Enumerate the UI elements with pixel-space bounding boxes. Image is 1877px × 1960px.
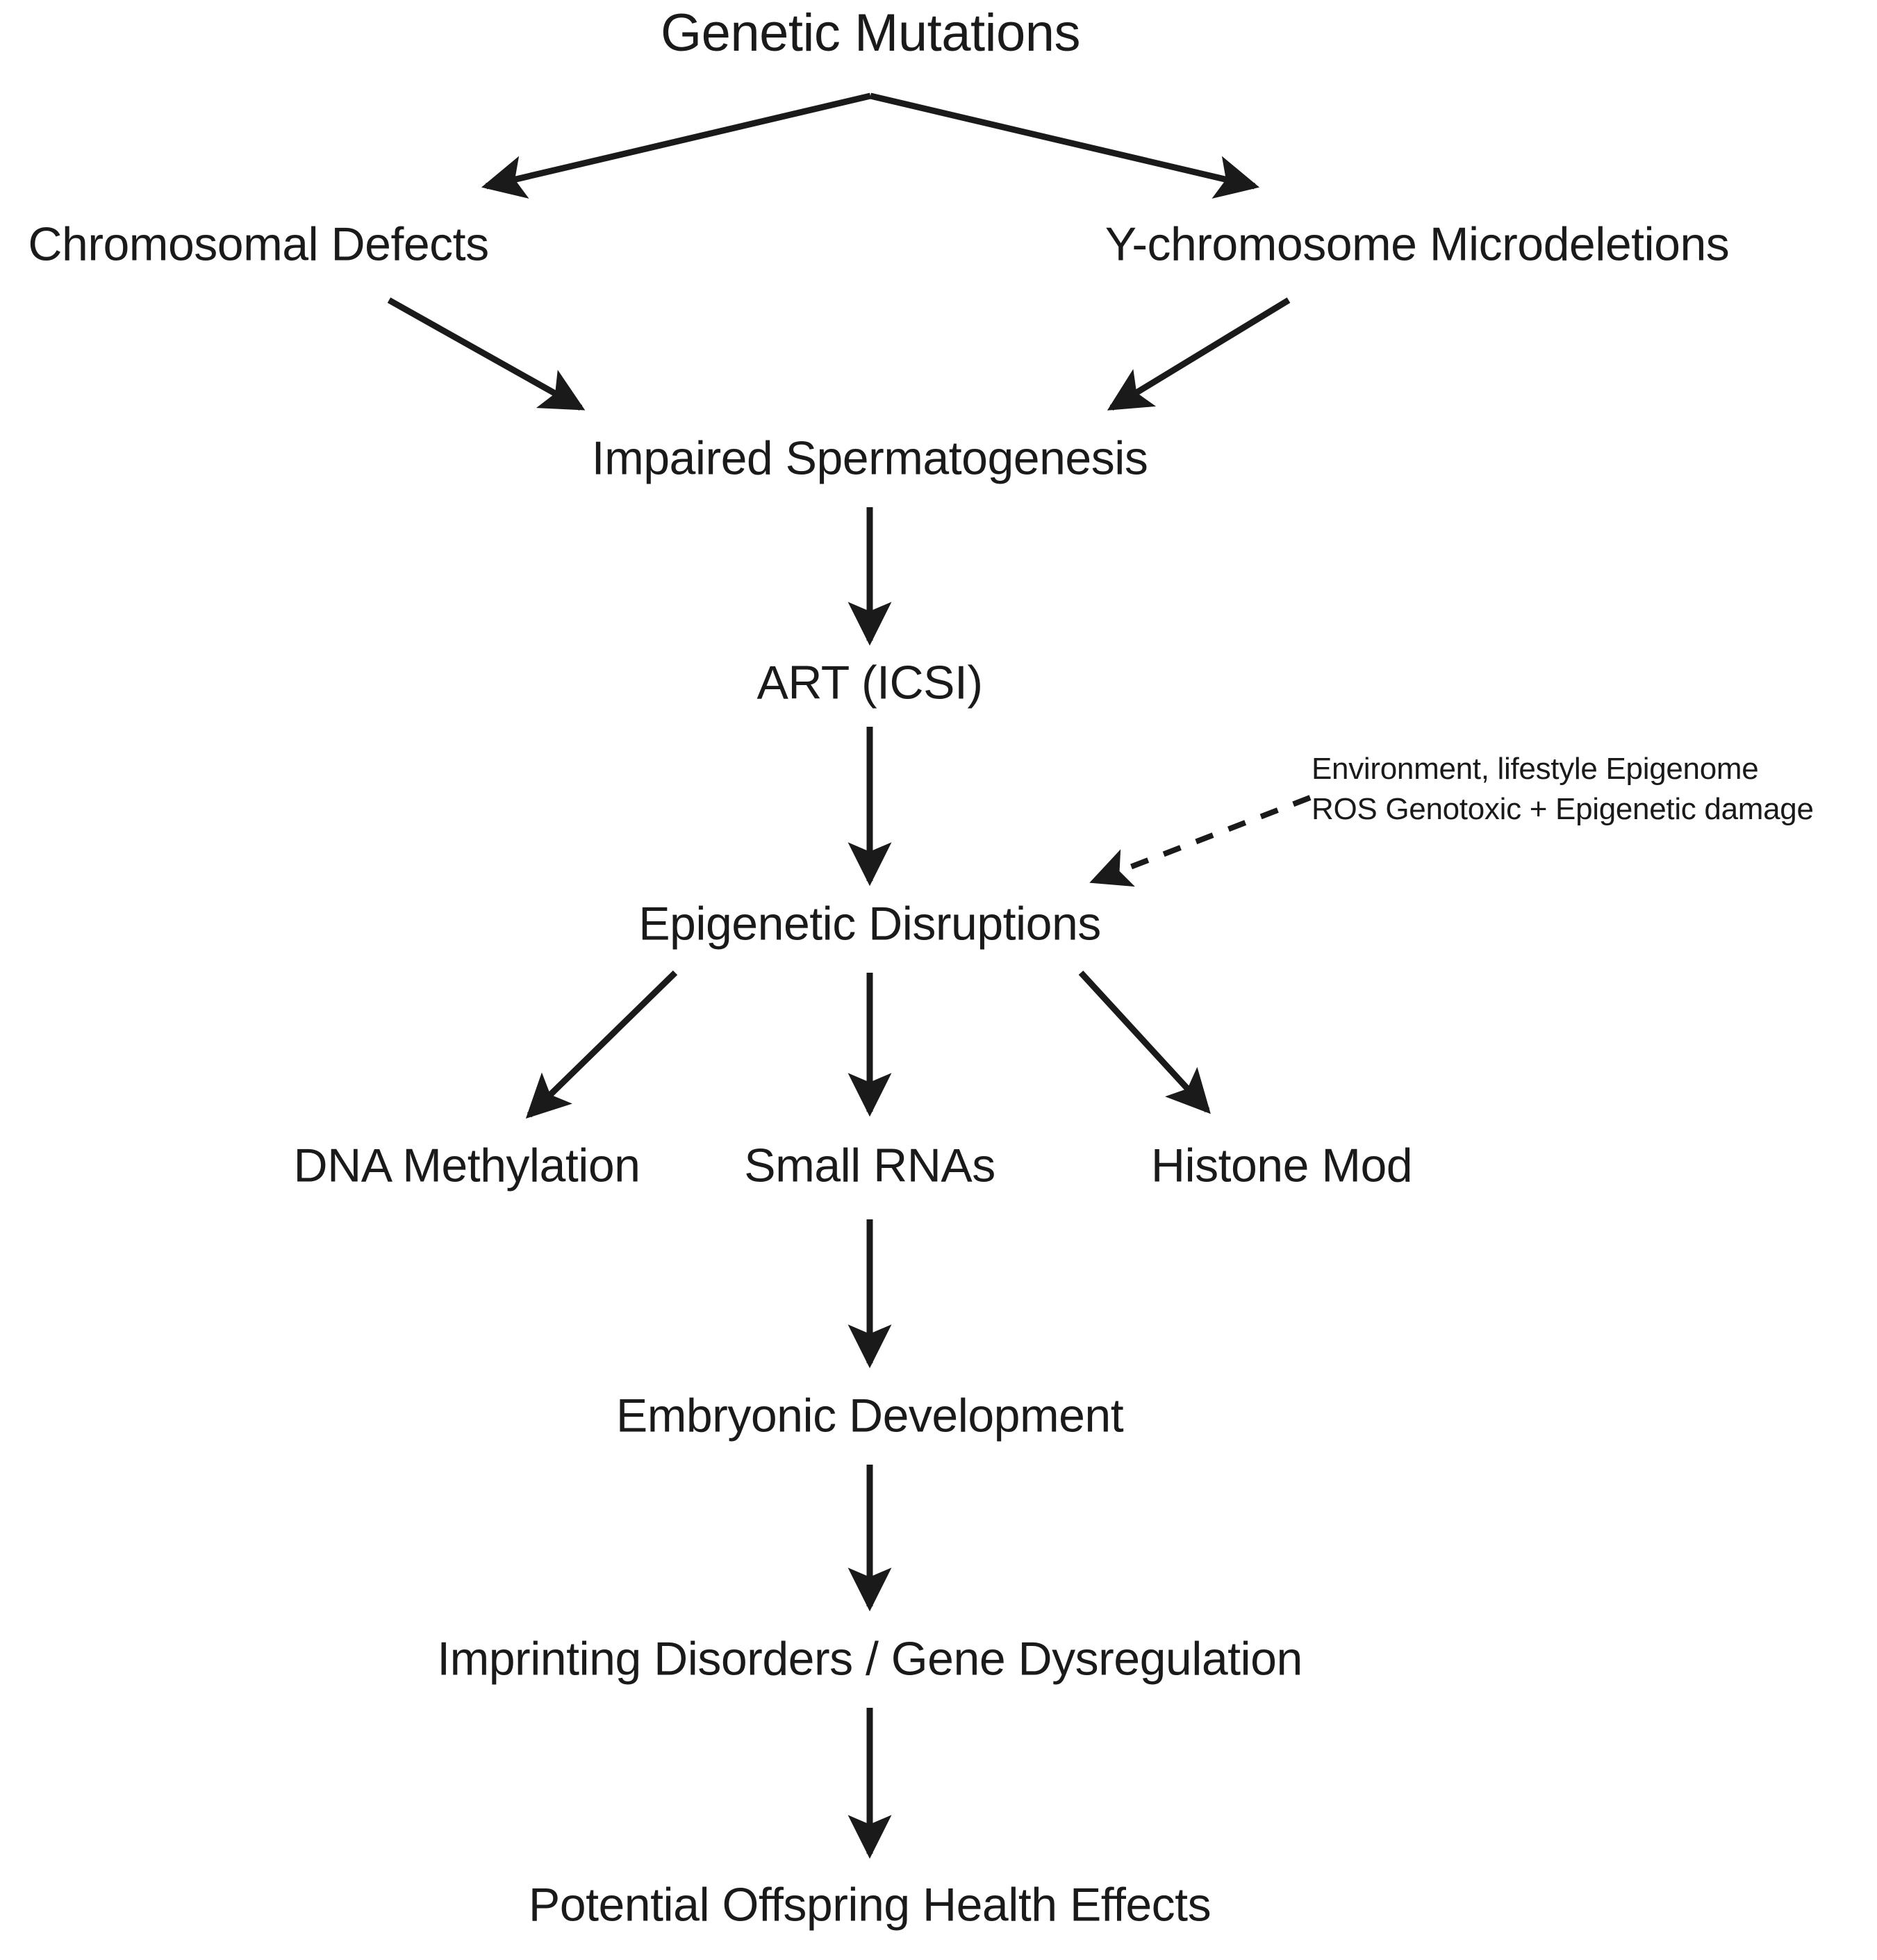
edge-annotation-to-epigenetic: [1089, 795, 1312, 887]
node-histone-mod: Histone Mod: [1150, 1139, 1413, 1192]
edge-mutations-to-ymicrodeletions: [869, 92, 1260, 199]
edge-ymicrodeletions-to-spermatogenesis: [1107, 297, 1291, 411]
annotation-line-2: ROS Genotoxic + Epigenetic damage: [1312, 792, 1814, 827]
edge-chromosomal-to-spermatogenesis: [387, 297, 586, 411]
node-genetic-mutations: Genetic Mutations: [660, 3, 1081, 63]
edge-epigenetic-to-dna-methylation: [525, 970, 678, 1119]
node-epigenetic-disruptions: Epigenetic Disruptions: [638, 897, 1101, 950]
node-y-chromosome-microdeletions: Y-chromosome Microdeletions: [1105, 217, 1730, 271]
node-chromosomal-defects: Chromosomal Defects: [28, 217, 489, 271]
node-potential-offspring-health-effects: Potential Offspring Health Effects: [528, 1878, 1212, 1932]
annotation-line-1: Environment, lifestyle Epigenome: [1312, 752, 1759, 786]
edge-mutations-to-chromosomal: [481, 92, 872, 199]
node-dna-methylation: DNA Methylation: [293, 1139, 640, 1192]
node-embryonic-development: Embryonic Development: [615, 1389, 1124, 1442]
node-imprinting-disorders: Imprinting Disorders / Gene Dysregulatio…: [437, 1632, 1303, 1686]
edge-epigenetic-to-histone-mod: [1078, 970, 1211, 1114]
node-impaired-spermatogenesis: Impaired Spermatogenesis: [591, 431, 1148, 485]
node-small-rnas: Small RNAs: [744, 1139, 995, 1192]
node-art-icsi: ART (ICSI): [756, 656, 983, 709]
annotation-epigenetic-influences: Environment, lifestyle Epigenome ROS Gen…: [1312, 749, 1814, 830]
